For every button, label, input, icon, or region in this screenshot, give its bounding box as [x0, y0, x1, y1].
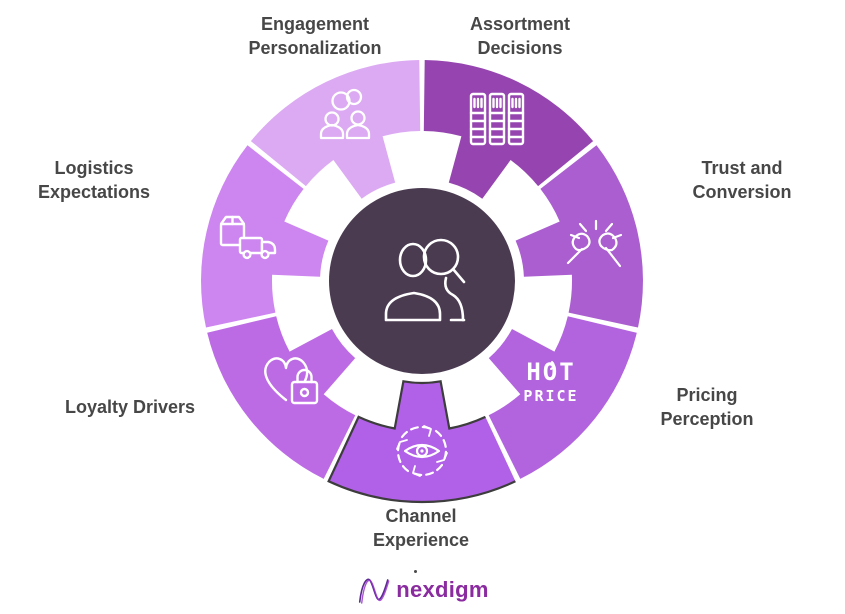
label-trust-and-conversion: Trust and Conversion — [692, 156, 791, 204]
label-line: Engagement — [260, 14, 370, 34]
eye-cycle-icon — [396, 425, 448, 477]
people-rings-icon — [319, 88, 371, 140]
svg-text:HOT: HOT — [526, 358, 575, 386]
trust-and-conversion-segment — [515, 145, 643, 328]
engagement-personalization-segment — [250, 60, 421, 199]
label-line: Pricing — [676, 385, 738, 405]
label-assortment-decisions: Assortment Decisions — [470, 12, 570, 60]
label-line: Perception — [660, 409, 754, 429]
label-line: Loyalty Drivers — [64, 397, 196, 417]
label-line: Trust and — [701, 158, 783, 178]
hot-price-icon: HOT PRICE — [523, 358, 578, 405]
label-line: Assortment — [469, 14, 571, 34]
label-channel-experience: Channel Experience — [373, 504, 469, 552]
logistics-expectations-segment — [201, 145, 329, 328]
label-line: Personalization — [248, 38, 382, 58]
label-line: Experience — [372, 530, 470, 550]
nexdigm-n-logo — [358, 578, 389, 604]
fist-bump-icon — [566, 219, 623, 268]
person-search-icon — [384, 238, 466, 322]
label-line: Decisions — [477, 38, 563, 58]
label-line: Channel — [385, 506, 457, 526]
brand-footer: nexdigm — [356, 575, 489, 605]
label-loyalty-drivers: Loyalty Drivers — [65, 395, 195, 419]
brand-name: nexdigm — [396, 577, 489, 602]
center-hub — [329, 188, 515, 374]
heart-lock-icon — [264, 357, 319, 405]
channel-experience-segment — [328, 381, 516, 503]
books-icon — [469, 92, 525, 146]
box-truck-icon — [219, 215, 277, 260]
label-line: Expectations — [37, 182, 151, 202]
flame-accent — [550, 361, 555, 370]
svg-text:PRICE: PRICE — [523, 387, 578, 405]
pricing-perception-segment — [488, 316, 637, 479]
label-engagement-personalization: Engagement Personalization — [248, 12, 381, 60]
label-line: Logistics — [54, 158, 134, 178]
stray-dot — [414, 570, 417, 573]
label-line: Conversion — [692, 182, 792, 202]
channel-experience-outline — [327, 380, 516, 504]
label-logistics-expectations: Logistics Expectations — [38, 156, 150, 204]
label-pricing-perception: Pricing Perception — [660, 383, 753, 431]
